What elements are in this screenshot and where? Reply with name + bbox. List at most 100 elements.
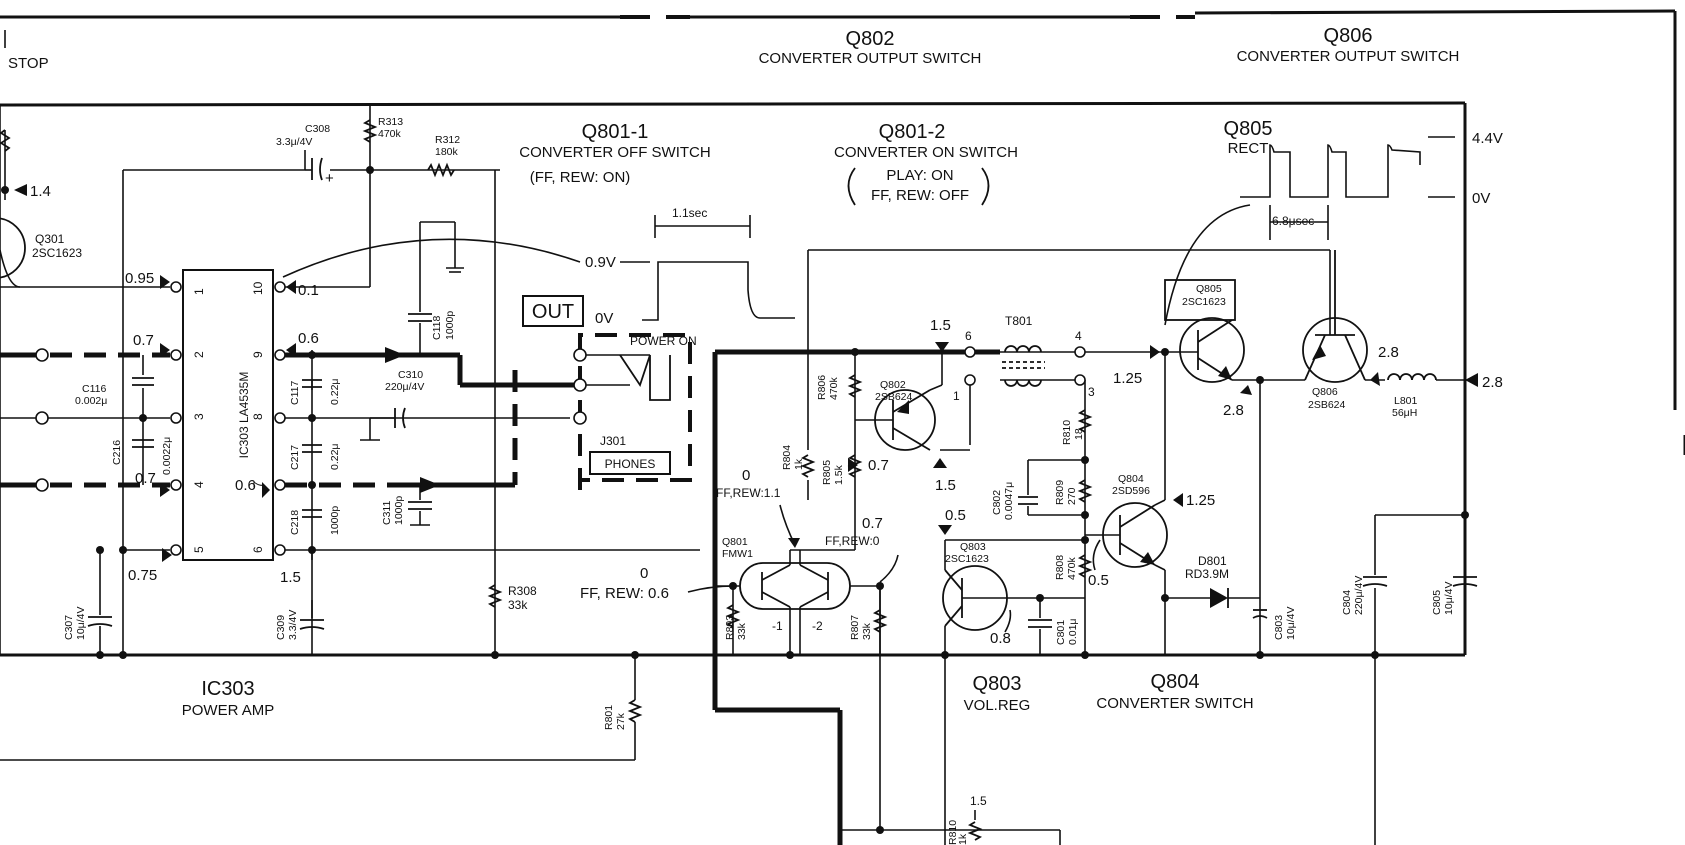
r807-resistor [872, 609, 888, 633]
stop-label: STOP [8, 55, 49, 72]
q806-type: 2SB624 [1308, 399, 1346, 411]
r809-value: 270 [1066, 487, 1078, 505]
c308-label: C308 [305, 123, 330, 135]
c310-value: 220μ/4V [385, 381, 424, 393]
c311-value: 1000p [393, 496, 405, 525]
q801-c2-ff-v: FF,REW:0 [825, 534, 880, 548]
q805-pointer [1164, 204, 1251, 326]
q804-type: 2SD596 [1112, 485, 1150, 497]
r801-label: R801 [603, 705, 615, 730]
r313-label: R313 [378, 116, 403, 128]
q806-part-label: Q806 [1312, 386, 1338, 398]
bottom-voltage: 1.5 [970, 794, 987, 808]
q801-b1-play-v: 0 [742, 467, 750, 484]
v-0-6-pin7-marker [262, 482, 270, 498]
r-left-top [0, 129, 11, 152]
c216-value: 0.0022μ [161, 437, 173, 475]
c311-capacitor [408, 485, 432, 526]
r809-label: R809 [1054, 480, 1066, 505]
ic-pin-1: 1 [192, 288, 206, 295]
q802-title: Q802 [846, 28, 895, 50]
ic-pin-5: 5 [192, 546, 206, 553]
v-0-6-pin7: 0.6 [235, 477, 256, 494]
q804-title: Q804 [1151, 671, 1200, 693]
q802-subtitle: CONVERTER OUTPUT SWITCH [759, 50, 982, 67]
r805-label: R805 [821, 460, 833, 485]
r808-value: 470k [1066, 556, 1078, 580]
phones-box [589, 451, 671, 475]
q801-2-mode-play: PLAY: ON [886, 167, 953, 184]
c310-label: C310 [398, 369, 423, 381]
q805-b-marker [1150, 345, 1160, 359]
r810-resistor [1077, 409, 1093, 433]
ic-pin-8: 8 [251, 413, 265, 420]
r313-value: 470k [378, 128, 402, 140]
d801-label: D801 [1198, 554, 1227, 568]
t801-transformer [1002, 345, 1045, 387]
c116-capacitor [132, 377, 154, 386]
q805-title: Q805 [1224, 118, 1273, 140]
c805-label: C805 [1431, 590, 1443, 615]
c117-label: C117 [289, 381, 301, 405]
ic-pin-10: 10 [251, 281, 265, 295]
q804-c-v: 1.25 [1186, 492, 1215, 509]
c216-capacitor [132, 439, 154, 448]
pulse-high-voltage: 4.4V [1472, 130, 1503, 147]
q801-part-label: Q801 [722, 536, 748, 548]
c307-label: C307 [63, 615, 75, 640]
q806-subtitle: CONVERTER OUTPUT SWITCH [1237, 48, 1460, 65]
r808-label: R808 [1054, 555, 1066, 580]
q805-e-marker [1240, 385, 1252, 395]
q802-type: 2SB624 [875, 391, 913, 403]
v-0-6-pin9: 0.6 [298, 330, 319, 347]
q801-b2-play-v: 0 [640, 565, 648, 582]
q805-b-v: 1.25 [1113, 370, 1142, 387]
v-1-4-marker [14, 184, 27, 196]
v-0-7-pin4: 0.7 [135, 470, 156, 487]
c802-label: C802 [991, 490, 1003, 515]
c117-value: 0.22μ [329, 379, 341, 406]
pulse-waveform [1240, 136, 1455, 240]
r308-label: R308 [508, 584, 537, 598]
c217-value: 0.22μ [329, 444, 341, 471]
ic303-subtitle: POWER AMP [182, 702, 275, 719]
r805-resistor [847, 454, 863, 478]
q301-label: Q301 [35, 232, 65, 246]
c307-value: 10μ/4V [75, 607, 87, 641]
q801-pin-m1: -1 [772, 619, 783, 633]
q805-part-label: Q805 [1196, 283, 1222, 295]
v-0-75: 0.75 [128, 567, 157, 584]
c311-label: C311 [381, 501, 393, 525]
v-0-7-pin2: 0.7 [133, 332, 154, 349]
v-0-7-pin4-marker [160, 483, 170, 497]
q806-c-v: 2.8 [1378, 344, 1399, 361]
ic-pin-4: 4 [192, 481, 206, 488]
c803-label: C803 [1273, 615, 1285, 640]
c116-value: 0.002μ [75, 395, 107, 407]
q801-pin-m2: -2 [812, 619, 823, 633]
l801-label: L801 [1394, 395, 1418, 407]
q804-transistor [1085, 352, 1168, 655]
v-0-95: 0.95 [125, 270, 154, 287]
r804-value: 1k [793, 458, 805, 470]
q802-base-v: 0.7 [868, 457, 889, 474]
q802-collector-marker [933, 458, 947, 468]
t801-pin6: 6 [965, 329, 972, 343]
left-wires [0, 105, 305, 659]
q802-transistor [855, 384, 943, 451]
step-pointer [282, 238, 581, 278]
paren-right [981, 167, 990, 206]
c308-plus: + [325, 170, 334, 187]
q802-collector-v: 1.5 [935, 477, 956, 494]
r810-label: R810 [1061, 420, 1073, 445]
t801-pin4: 4 [1075, 329, 1082, 343]
ic-pin-2: 2 [192, 351, 206, 358]
c309-capacitor [299, 600, 325, 630]
q804-part-label: Q804 [1118, 473, 1144, 485]
step-waveform [620, 215, 795, 321]
c308-value: 3.3μ/4V [276, 136, 312, 148]
c308-capacitor [305, 157, 323, 181]
paren-left [847, 167, 856, 206]
ic-pin-3: 3 [192, 413, 206, 420]
